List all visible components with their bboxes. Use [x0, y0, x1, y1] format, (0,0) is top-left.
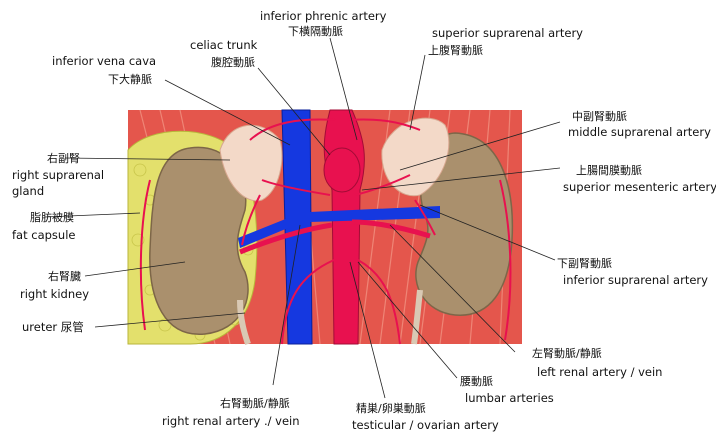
label-right-renal-jp: 右腎動脈/静脈 [220, 397, 290, 410]
right-kidney-shape [149, 146, 249, 335]
label-right-renal-en: right renal artery ./ vein [162, 414, 300, 428]
label-fat-capsule-en: fat capsule [12, 228, 76, 242]
label-right-adrenal-jp: 右副腎 [47, 152, 80, 165]
label-inf-suprarenal-jp: 下副腎動脈 [557, 257, 612, 270]
label-inf-suprarenal-en: inferior suprarenal artery [563, 273, 708, 287]
right-renal-artery [239, 222, 333, 255]
label-inferior-phrenic-en: inferior phrenic artery [260, 9, 387, 23]
label-right-adrenal-en-1: right suprarenal [12, 168, 105, 182]
label-right-adrenal-en-2: gland [12, 184, 45, 198]
label-celiac-en: celiac trunk [190, 38, 258, 52]
label-sup-mesenteric-en: superior mesenteric artery [563, 180, 716, 194]
label-ivc-en: inferior vena cava [52, 54, 157, 68]
small-arteries [139, 118, 512, 345]
left-adrenal-shape [381, 117, 450, 197]
left-renal-artery [351, 219, 431, 239]
label-ureter: ureter 尿管 [22, 320, 84, 334]
label-sup-suprarenal-en: superior suprarenal artery [432, 26, 583, 40]
celiac-trunk-knob [323, 147, 361, 193]
label-testicular-en: testicular / ovarian artery [352, 418, 499, 432]
label-mid-suprarenal-en: middle suprarenal artery [568, 125, 711, 139]
label-lumbar-jp: 腰動脈 [460, 375, 493, 388]
left-renal-vein [310, 206, 440, 222]
label-testicular-jp: 精巣/卵巣動脈 [356, 402, 426, 415]
label-ivc-jp: 下大静脈 [108, 73, 152, 86]
label-right-kidney-en: right kidney [20, 287, 89, 301]
label-right-kidney-jp: 右腎臓 [48, 270, 81, 283]
left-ureter [411, 289, 423, 345]
leader-lines [44, 37, 561, 399]
label-mid-suprarenal-jp: 中副腎動脈 [572, 110, 627, 123]
label-fat-capsule-jp: 脂肪被膜 [30, 211, 74, 224]
label-left-renal-jp: 左腎動脈/静脈 [532, 347, 602, 360]
right-ureter [237, 299, 251, 345]
right-renal-vein [238, 218, 288, 248]
label-left-renal-en: left renal artery / vein [537, 365, 663, 379]
left-kidney-shape [415, 132, 514, 316]
label-sup-mesenteric-jp: 上腸間膜動脈 [576, 164, 642, 177]
label-lumbar-en: lumbar arteries [465, 391, 554, 405]
label-celiac-jp: 腹腔動脈 [211, 56, 255, 69]
label-inferior-phrenic-jp: 下横隔動脈 [288, 25, 343, 38]
label-sup-suprarenal-jp: 上腹腎動脈 [428, 44, 483, 57]
